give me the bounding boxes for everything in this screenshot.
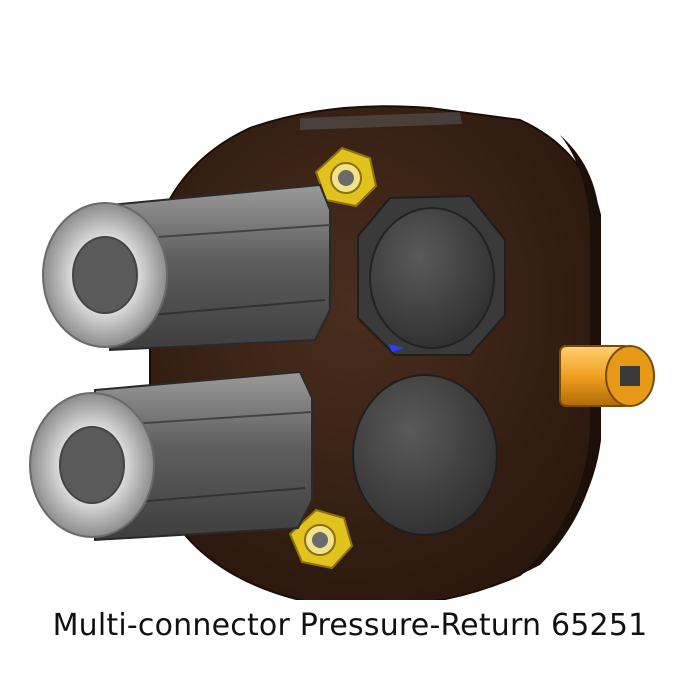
lower-port-plug	[352, 374, 498, 536]
upper-hose-fitting	[42, 183, 331, 352]
product-render	[29, 105, 655, 600]
upper-port-plug	[357, 194, 506, 356]
lower-hose-fitting	[29, 370, 313, 542]
side-pin	[559, 345, 655, 407]
blue-marker	[388, 344, 404, 352]
top-nut	[314, 146, 378, 208]
bottom-nut	[288, 508, 354, 570]
product-caption: Multi-connector Pressure-Return 65251	[52, 608, 648, 643]
